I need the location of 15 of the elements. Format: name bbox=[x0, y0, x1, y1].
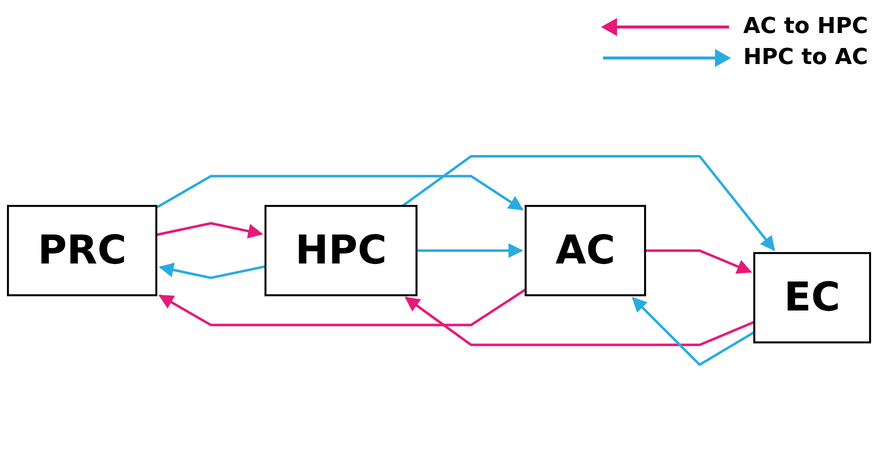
arrow bbox=[402, 155, 776, 252]
arrow bbox=[404, 296, 755, 346]
arrow bbox=[156, 174, 524, 211]
node-box: HPC bbox=[264, 204, 418, 296]
node-box: EC bbox=[753, 252, 872, 344]
legend-text: AC to HPC bbox=[743, 14, 868, 39]
legend-text: HPC to AC bbox=[743, 45, 868, 70]
node-box: AC bbox=[524, 204, 646, 296]
arrow bbox=[416, 243, 524, 258]
node-box: PRC bbox=[6, 204, 158, 296]
arrow bbox=[158, 262, 266, 280]
arrow bbox=[158, 288, 526, 326]
arrow bbox=[645, 249, 752, 274]
arrow bbox=[632, 297, 755, 366]
arrow bbox=[156, 222, 264, 238]
